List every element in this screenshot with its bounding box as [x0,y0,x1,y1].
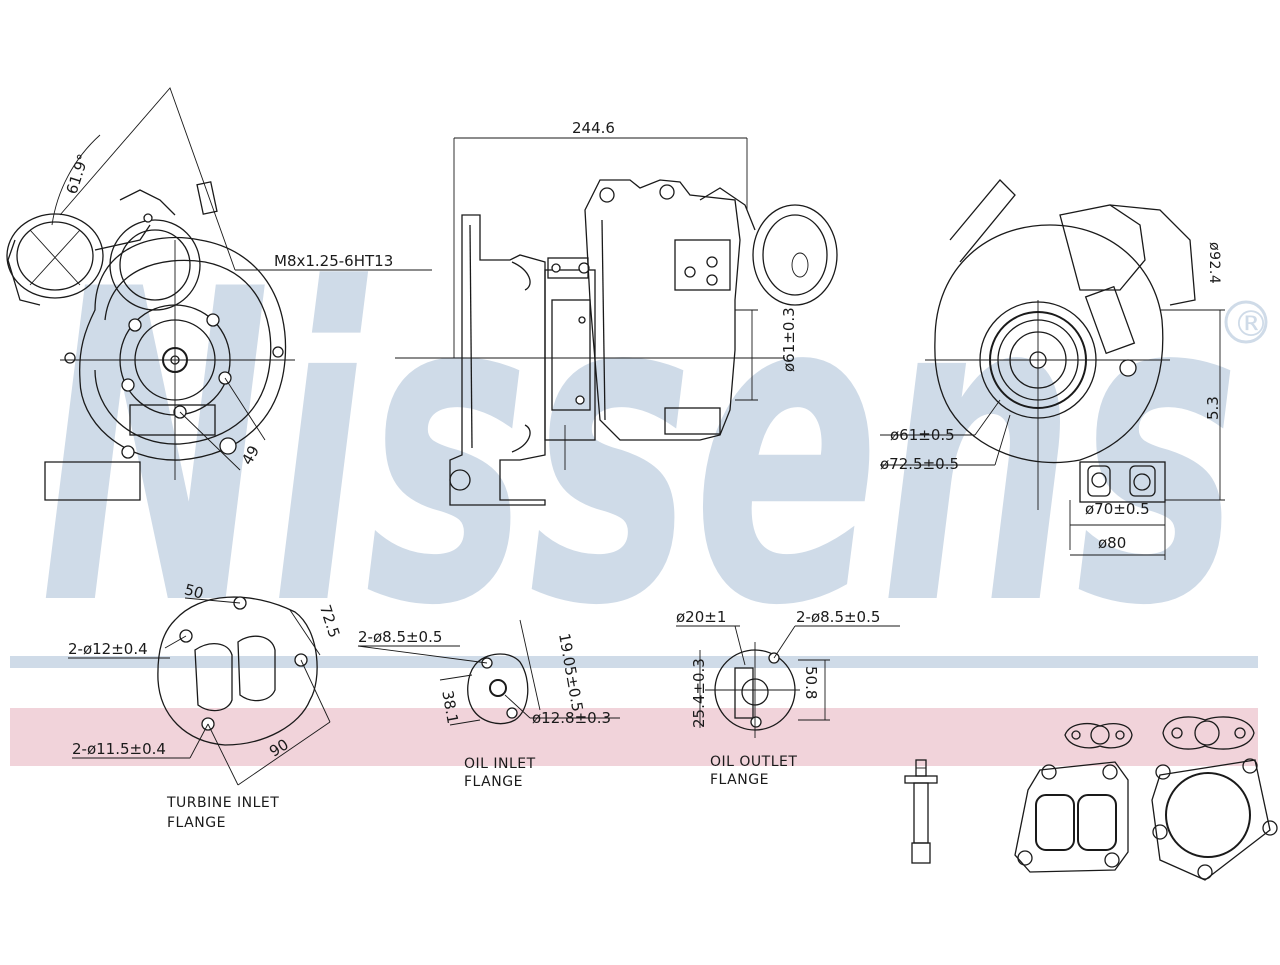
oif-holes: 2-ø8.5±0.5 [358,628,442,646]
turbine-inlet-flange: 50 72.5 90 2-ø12±0.4 2-ø11.5±0.4 TURBINE… [68,580,343,831]
bolt-part [904,759,938,864]
oil-outlet-flange: ø20±1 2-ø8.5±0.5 25.4±0.3 50.8 OIL OUTLE… [676,608,900,788]
side-view: 244.6 ø61±0.3 [395,119,838,506]
watermark-blue-band [10,656,1258,668]
rear-dim-53-label: 5.3 [1204,396,1222,420]
oof-bore: ø20±1 [676,608,726,626]
front-view: 61.9° M8x1.25-6HT13 49 [6,87,432,501]
watermark-text: Nissens [40,200,1240,700]
oof-dim-254: 25.4±0.3 [690,658,708,728]
rear-dia-61-label: ø61±0.5 [890,426,955,444]
oof-caption-line1: OIL OUTLET [710,754,797,770]
rear-dia-72-label: ø72.5±0.5 [880,455,959,473]
tif-holes-bottom: 2-ø11.5±0.4 [72,740,166,758]
exhaust-gasket [1151,758,1278,881]
tif-dim-50: 50 [182,580,205,602]
rear-dia-80-label: ø80 [1098,534,1126,552]
tif-caption-line1: TURBINE INLET [166,795,279,811]
dia-61-label: ø61±0.3 [780,307,798,372]
kit-parts [904,716,1278,881]
angle-label: 61.9° [63,152,93,196]
watermark-pink-band [10,708,1258,766]
rear-view: ø61±0.5 ø72.5±0.5 ø70±0.5 ø80 5.3 ø92.4 [880,179,1225,560]
rear-right-vert-label: ø92.4 [1206,242,1222,284]
oif-bore: ø12.8±0.3 [532,709,611,727]
oif-caption-line1: OIL INLET [464,756,536,772]
actuator [6,213,151,306]
turbine-gasket [1014,761,1129,873]
registered-mark: ® [1233,304,1269,345]
overall-length-label: 244.6 [572,119,615,137]
oof-dim-508: 50.8 [802,666,820,699]
thread-label: M8x1.25-6HT13 [274,252,393,270]
oil-gasket-small-1 [1064,723,1133,749]
oof-holes: 2-ø8.5±0.5 [796,608,880,626]
oif-caption-line2: FLANGE [464,774,523,790]
tif-caption-line2: FLANGE [167,815,226,831]
watermark: Nissens ® [10,200,1269,766]
oil-gasket-small-2 [1162,716,1255,750]
registered-mark-circle [1224,300,1268,344]
oil-inlet-flange: 2-ø8.5±0.5 19.05±0.5 38.1 ø12.8±0.3 OIL … [357,619,620,790]
rear-dia-70-label: ø70±0.5 [1085,500,1150,518]
oif-dim-38: 38.1 [438,689,462,725]
tif-holes-top: 2-ø12±0.4 [68,640,148,658]
oof-caption-line2: FLANGE [710,772,769,788]
